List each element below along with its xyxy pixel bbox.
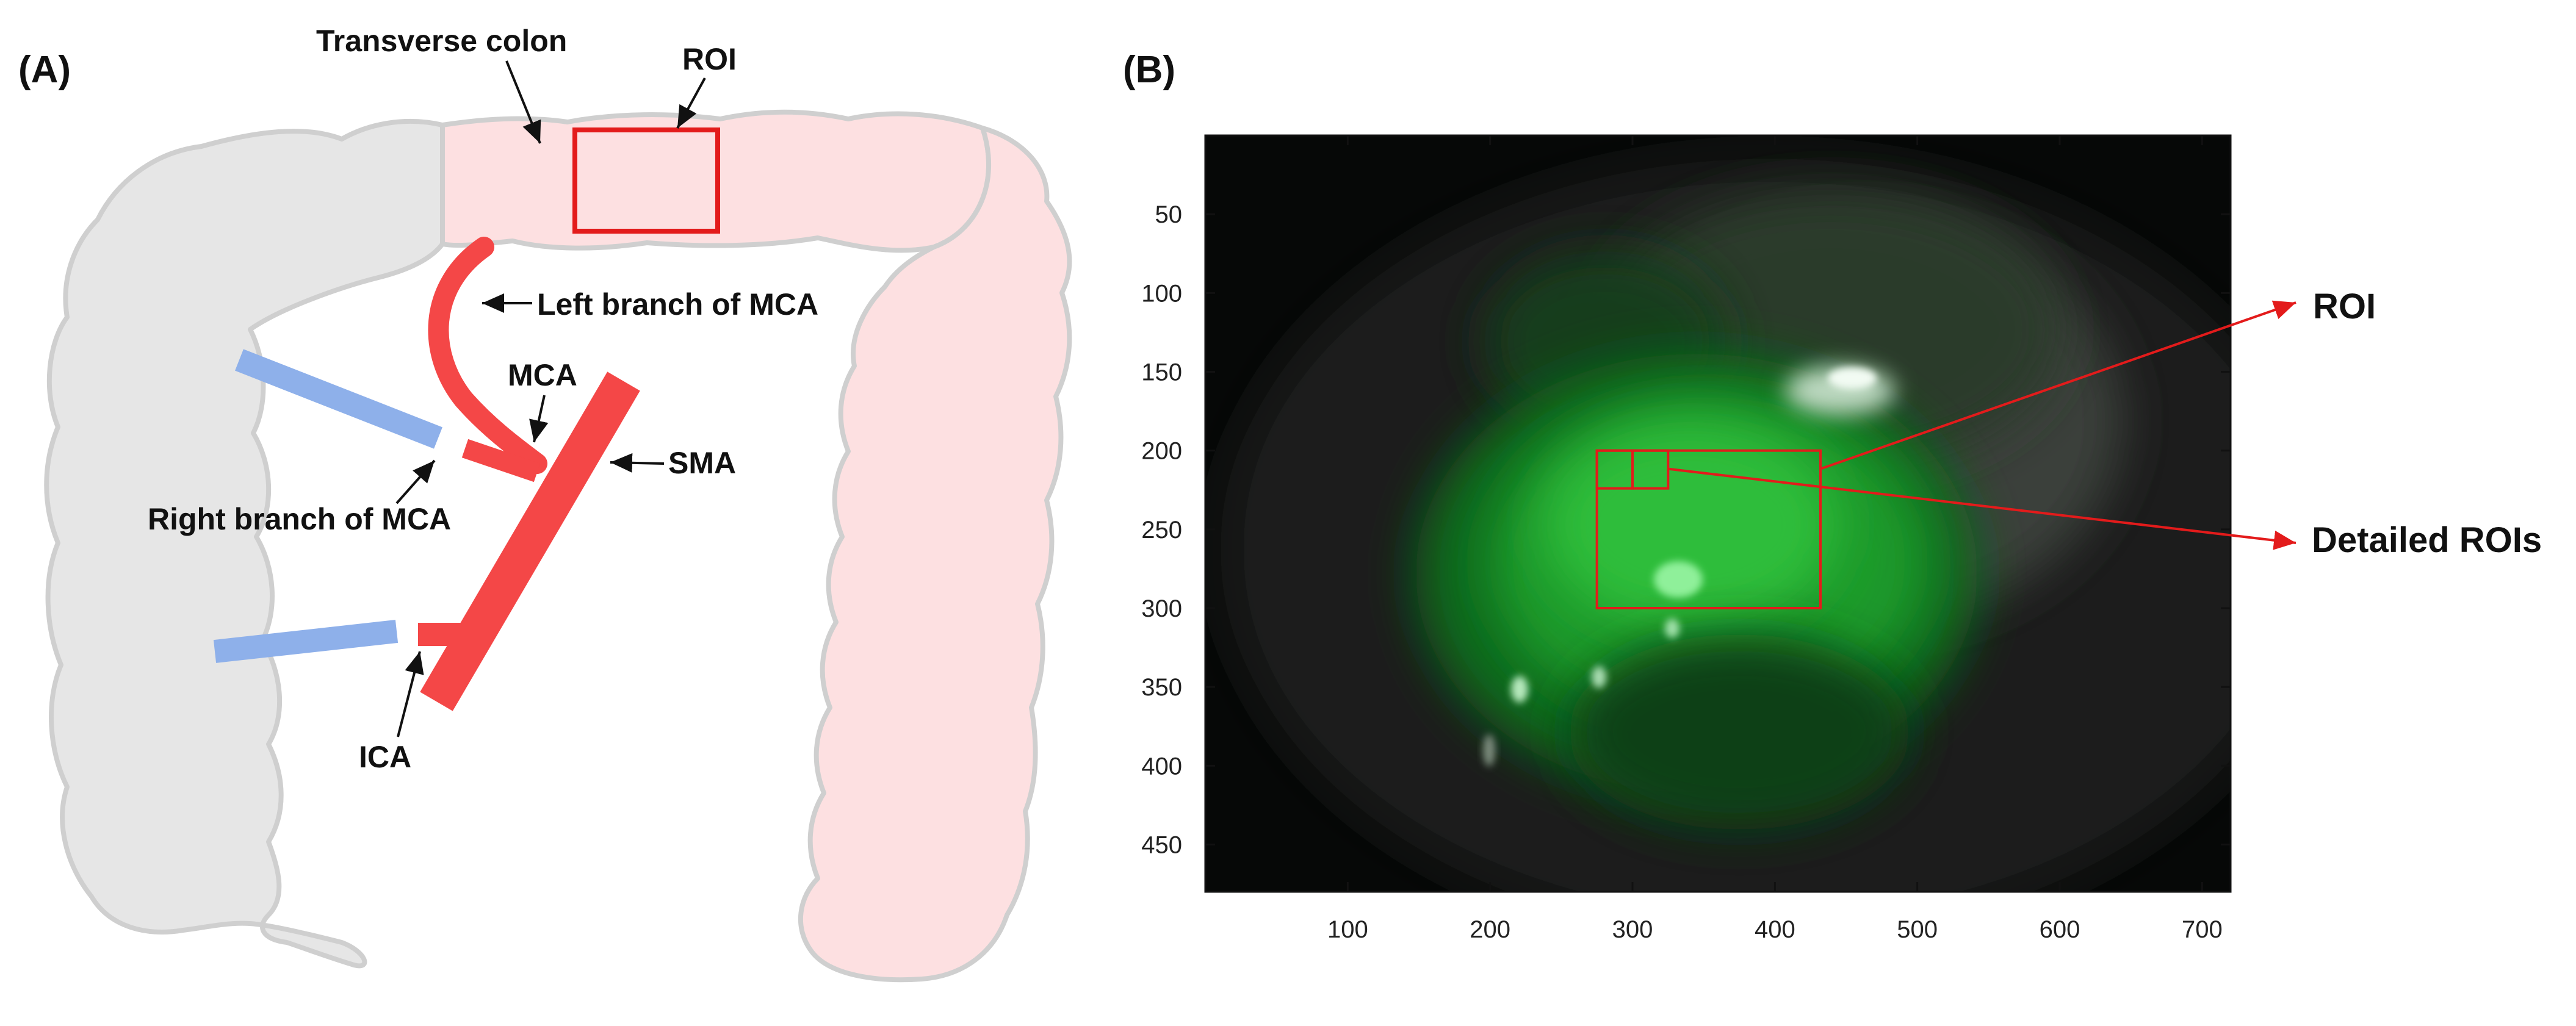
label-mca: MCA (508, 358, 577, 392)
label-sma: SMA (668, 446, 736, 480)
x-tick-label: 500 (1897, 916, 1938, 943)
panel-b: (B) 100 200 300 400 500 600 700 50 100 150 200 250… (1123, 49, 2542, 943)
arrow-ica (397, 651, 424, 737)
label-right-branch-mca: Right branch of MCA (148, 502, 451, 536)
descending-colon (798, 126, 1072, 983)
arrow-right-branch-mca (395, 459, 436, 504)
y-axis: 50 100 150 200 250 300 350 400 450 (1141, 201, 2231, 859)
ascending-colon (44, 118, 445, 969)
sma-vessel (420, 371, 640, 711)
x-tick-label: 600 (2040, 916, 2080, 943)
vein-upper (235, 349, 442, 449)
arrow-sma (610, 453, 665, 473)
label-left-branch-mca: Left branch of MCA (537, 287, 818, 321)
label-roi-b: ROI (2313, 287, 2376, 326)
y-tick-label: 450 (1141, 832, 1182, 859)
x-tick-label: 200 (1470, 916, 1510, 943)
y-tick-label: 400 (1141, 753, 1182, 780)
y-tick-label: 50 (1155, 201, 1183, 228)
arrow-roi-b (1820, 300, 2296, 470)
image-frame (1204, 134, 2232, 893)
y-tick-label: 300 (1141, 595, 1182, 622)
x-tick-label: 700 (2182, 916, 2223, 943)
colon-roi-box (572, 127, 720, 234)
vein-lower (213, 620, 399, 663)
y-tick-label: 150 (1141, 359, 1182, 386)
panel-a: (A) Transverse colon ROI Left branch of … (18, 24, 1072, 983)
fluorescence-image (1205, 135, 2231, 892)
y-tick-label: 250 (1141, 517, 1182, 543)
roi-rect-b (1595, 449, 1822, 610)
label-roi-a: ROI (682, 42, 737, 76)
left-branch-mca (428, 237, 547, 474)
panel-a-label: (A) (18, 49, 71, 91)
y-tick-label: 350 (1141, 674, 1182, 701)
label-detailed-rois: Detailed ROIs (2312, 520, 2542, 560)
x-axis: 100 200 300 400 500 600 700 (1327, 135, 2223, 943)
arrow-roi-a (676, 77, 706, 129)
arrow-detailed-rois (1668, 467, 2296, 550)
panel-b-label: (B) (1123, 49, 1175, 91)
right-branch-mca (461, 439, 541, 483)
y-tick-label: 200 (1141, 438, 1182, 465)
x-tick-label: 100 (1327, 916, 1368, 943)
x-tick-label: 300 (1612, 916, 1653, 943)
label-transverse-colon: Transverse colon (316, 24, 567, 58)
arrow-transverse-colon (505, 60, 541, 144)
y-tick-label: 100 (1141, 280, 1182, 307)
colon-illustration (44, 109, 1072, 983)
x-tick-label: 400 (1755, 916, 1795, 943)
label-ica: ICA (359, 740, 411, 774)
arrow-mca (529, 395, 549, 443)
